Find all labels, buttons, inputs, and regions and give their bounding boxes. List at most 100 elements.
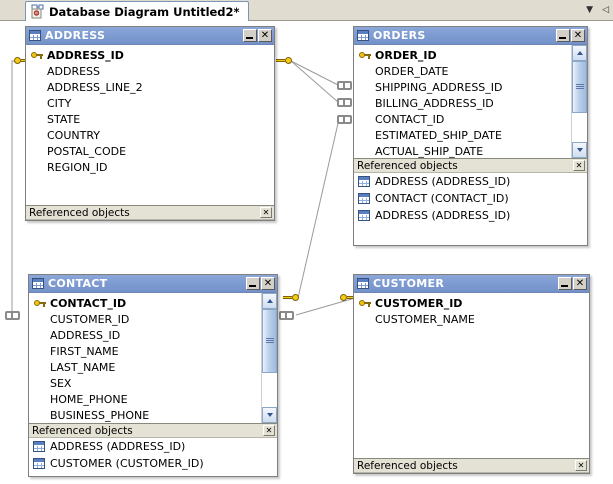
fk-endpoint-contact-address bbox=[5, 311, 22, 320]
table-name: ORDERS bbox=[373, 29, 426, 42]
column-row[interactable]: SEX bbox=[29, 375, 261, 391]
column-row[interactable]: CITY bbox=[26, 95, 274, 111]
tab-label: Database Diagram Untitled2* bbox=[49, 4, 240, 19]
scroll-up-icon[interactable] bbox=[262, 293, 277, 309]
table-name: CONTACT bbox=[48, 277, 108, 290]
referenced-object-label: CUSTOMER (CUSTOMER_ID) bbox=[50, 457, 204, 470]
column-row[interactable]: CONTACT_ID bbox=[29, 295, 261, 311]
column-row[interactable]: STATE bbox=[26, 111, 274, 127]
column-name: ORDER_ID bbox=[375, 48, 437, 62]
close-icon[interactable]: ◁ bbox=[602, 5, 609, 15]
table-name: ADDRESS bbox=[45, 29, 106, 42]
column-name: CUSTOMER_ID bbox=[50, 312, 130, 326]
column-list: ADDRESS_ID ADDRESS ADDRESS_LINE_2 CITY S… bbox=[26, 45, 274, 205]
referenced-objects-bar: Referenced objects ✕ bbox=[354, 458, 589, 473]
column-row[interactable]: ADDRESS_ID bbox=[29, 327, 261, 343]
referenced-objects-list: ADDRESS (ADDRESS_ID) CONTACT (CONTACT_ID… bbox=[354, 173, 587, 224]
table-node-contact[interactable]: CONTACT ✕ CONTACT_ID CUSTOMER_ID ADDRESS… bbox=[28, 274, 278, 477]
table-ref-icon bbox=[358, 193, 370, 204]
column-list: CUSTOMER_ID CUSTOMER_NAME bbox=[354, 293, 589, 458]
column-row[interactable]: CUSTOMER_ID bbox=[29, 311, 261, 327]
column-row[interactable]: POSTAL_CODE bbox=[26, 143, 274, 159]
column-row[interactable]: ESTIMATED_SHIP_DATE bbox=[354, 127, 571, 143]
scroll-down-icon[interactable] bbox=[262, 407, 277, 423]
tab-database-diagram[interactable]: Database Diagram Untitled2* bbox=[25, 1, 249, 21]
fk-endpoint-orders-billing-address bbox=[337, 98, 354, 107]
minimize-button[interactable] bbox=[556, 29, 570, 42]
referenced-objects-close-icon[interactable]: ✕ bbox=[263, 425, 275, 436]
close-button[interactable]: ✕ bbox=[258, 29, 272, 42]
referenced-object-label: ADDRESS (ADDRESS_ID) bbox=[375, 209, 511, 222]
column-row[interactable]: COUNTRY bbox=[26, 127, 274, 143]
column-row[interactable]: ORDER_ID bbox=[354, 47, 571, 63]
table-title-bar[interactable]: ORDERS ✕ bbox=[354, 27, 587, 45]
table-title-bar[interactable]: CONTACT ✕ bbox=[29, 275, 277, 293]
list-item[interactable]: ADDRESS (ADDRESS_ID) bbox=[354, 173, 587, 190]
column-name: CUSTOMER_ID bbox=[375, 296, 463, 310]
referenced-objects-close-icon[interactable]: ✕ bbox=[260, 207, 272, 218]
list-item[interactable]: CONTACT (CONTACT_ID) bbox=[354, 190, 587, 207]
column-name: BILLING_ADDRESS_ID bbox=[375, 96, 494, 110]
column-row[interactable]: HOME_PHONE bbox=[29, 391, 261, 407]
key-slot-empty bbox=[30, 113, 44, 125]
key-icon bbox=[33, 297, 47, 309]
key-slot-empty bbox=[33, 345, 47, 357]
minimize-button[interactable] bbox=[246, 277, 260, 290]
minimize-button[interactable] bbox=[243, 29, 257, 42]
key-slot-empty bbox=[358, 65, 372, 77]
fk-endpoint-orders-shipping-address bbox=[337, 81, 354, 90]
table-title-bar[interactable]: CUSTOMER ✕ bbox=[354, 275, 589, 293]
column-row[interactable]: CUSTOMER_ID bbox=[354, 295, 589, 311]
chevron-down-icon[interactable]: ▼ bbox=[586, 5, 594, 15]
key-slot-empty bbox=[30, 161, 44, 173]
column-row[interactable]: CUSTOMER_NAME bbox=[354, 311, 589, 327]
table-columns-area: CUSTOMER_ID CUSTOMER_NAME bbox=[354, 293, 589, 458]
column-name: ADDRESS_LINE_2 bbox=[47, 80, 143, 94]
scrollbar-track[interactable] bbox=[572, 61, 587, 142]
column-row[interactable]: ACTUAL_SHIP_DATE bbox=[354, 143, 571, 158]
column-row[interactable]: BILLING_ADDRESS_ID bbox=[354, 95, 571, 111]
scrollbar-thumb[interactable] bbox=[262, 309, 277, 373]
column-row[interactable]: ADDRESS_LINE_2 bbox=[26, 79, 274, 95]
key-slot-empty bbox=[33, 329, 47, 341]
column-list: CONTACT_ID CUSTOMER_ID ADDRESS_ID FIRST_… bbox=[29, 293, 261, 423]
vertical-scrollbar[interactable] bbox=[571, 45, 587, 158]
list-item[interactable]: ADDRESS (ADDRESS_ID) bbox=[354, 207, 587, 224]
close-button[interactable]: ✕ bbox=[571, 29, 585, 42]
diagram-canvas[interactable]: ADDRESS ✕ ADDRESS_ID ADDRESS ADDRESS_LIN… bbox=[0, 21, 613, 484]
referenced-objects-bar: Referenced objects ✕ bbox=[354, 158, 587, 173]
referenced-objects-close-icon[interactable]: ✕ bbox=[573, 160, 585, 171]
column-name: CONTACT_ID bbox=[50, 296, 127, 310]
table-title-bar[interactable]: ADDRESS ✕ bbox=[26, 27, 274, 45]
pk-endpoint-address-right bbox=[276, 56, 292, 66]
column-row[interactable]: SHIPPING_ADDRESS_ID bbox=[354, 79, 571, 95]
table-node-orders[interactable]: ORDERS ✕ ORDER_ID ORDER_DATE SHIPPING_AD… bbox=[353, 26, 588, 246]
vertical-scrollbar[interactable] bbox=[261, 293, 277, 423]
table-icon bbox=[357, 278, 369, 289]
minimize-button[interactable] bbox=[558, 277, 572, 290]
key-icon bbox=[30, 49, 44, 61]
column-row[interactable]: FIRST_NAME bbox=[29, 343, 261, 359]
scroll-up-icon[interactable] bbox=[572, 45, 587, 61]
close-button[interactable]: ✕ bbox=[261, 277, 275, 290]
column-row[interactable]: LAST_NAME bbox=[29, 359, 261, 375]
list-item[interactable]: ADDRESS (ADDRESS_ID) bbox=[29, 438, 277, 455]
referenced-objects-bar: Referenced objects ✕ bbox=[26, 205, 274, 220]
column-row[interactable]: REGION_ID bbox=[26, 159, 274, 175]
referenced-objects-close-icon[interactable]: ✕ bbox=[575, 460, 587, 471]
table-node-address[interactable]: ADDRESS ✕ ADDRESS_ID ADDRESS ADDRESS_LIN… bbox=[25, 26, 275, 221]
list-item[interactable]: CUSTOMER (CUSTOMER_ID) bbox=[29, 455, 277, 472]
column-row[interactable]: ORDER_DATE bbox=[354, 63, 571, 79]
close-button[interactable]: ✕ bbox=[573, 277, 587, 290]
scroll-down-icon[interactable] bbox=[572, 142, 587, 158]
scrollbar-track[interactable] bbox=[262, 309, 277, 407]
table-node-customer[interactable]: CUSTOMER ✕ CUSTOMER_ID CUSTOMER_NAME Ref… bbox=[353, 274, 590, 474]
column-row[interactable]: ADDRESS_ID bbox=[26, 47, 274, 63]
table-ref-icon bbox=[358, 176, 370, 187]
scrollbar-thumb[interactable] bbox=[572, 61, 587, 113]
column-row[interactable]: ADDRESS bbox=[26, 63, 274, 79]
column-row[interactable]: CONTACT_ID bbox=[354, 111, 571, 127]
column-row[interactable]: BUSINESS_PHONE bbox=[29, 407, 261, 423]
column-name: CITY bbox=[47, 96, 72, 110]
column-name: ORDER_DATE bbox=[375, 64, 449, 78]
